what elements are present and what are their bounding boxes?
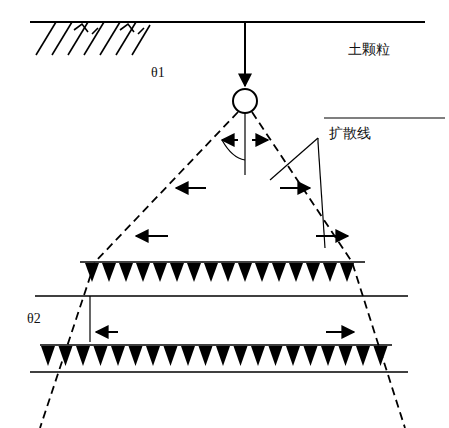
angle-axis	[244, 113, 245, 175]
load-triangle	[356, 346, 370, 366]
load-triangle	[304, 346, 318, 366]
load-triangle	[85, 263, 99, 282]
particle-label: 土颗粒	[345, 40, 393, 59]
load-triangle	[111, 346, 125, 366]
load-triangle	[204, 263, 218, 282]
lateral-arrows	[96, 140, 354, 332]
angle-arc	[222, 140, 245, 160]
leader-line	[270, 118, 445, 248]
load-triangle	[340, 263, 354, 282]
diffusion-line	[252, 112, 405, 428]
load-triangle	[238, 263, 252, 282]
load-triangle	[102, 263, 116, 282]
angle-label: θ2	[24, 310, 44, 329]
layer-line	[40, 344, 392, 346]
load-triangle	[323, 263, 337, 282]
load-triangle	[251, 346, 265, 366]
load-triangle	[41, 346, 55, 366]
load-triangle	[286, 346, 300, 366]
load-triangle	[221, 263, 235, 282]
load-triangle	[339, 346, 353, 366]
load-triangle	[119, 263, 133, 282]
load-triangle	[216, 346, 230, 366]
distributed-load	[41, 346, 388, 366]
load-triangle	[164, 346, 178, 366]
load-triangle	[153, 263, 167, 282]
load-triangle	[187, 263, 201, 282]
load-triangle	[374, 346, 388, 366]
load-triangle	[76, 346, 90, 366]
load-triangle	[306, 263, 320, 282]
ground-line	[30, 21, 425, 23]
angle-axis	[89, 296, 90, 342]
load-triangle	[289, 263, 303, 282]
load-triangle	[136, 263, 150, 282]
diffusion-line	[40, 112, 238, 428]
load-triangle	[170, 263, 184, 282]
load-triangle	[272, 263, 286, 282]
layer-line	[35, 295, 408, 297]
load-triangle	[59, 346, 73, 366]
load-triangle	[199, 346, 213, 366]
load-triangle	[255, 263, 269, 282]
load-arrow	[244, 22, 246, 86]
layer-line	[80, 261, 365, 263]
load-triangle	[321, 346, 335, 366]
load-triangle	[129, 346, 143, 366]
load-triangle	[234, 346, 248, 366]
load-triangle	[181, 346, 195, 366]
angle-label: θ1	[148, 64, 168, 83]
layer-line	[30, 371, 408, 373]
load-triangle	[146, 346, 160, 366]
soil-particle	[233, 89, 257, 113]
load-triangle	[94, 346, 108, 366]
distributed-load	[85, 263, 354, 282]
ground-hatch	[36, 22, 150, 55]
load-triangle	[269, 346, 283, 366]
diffusion-label: 扩散线	[326, 124, 374, 143]
